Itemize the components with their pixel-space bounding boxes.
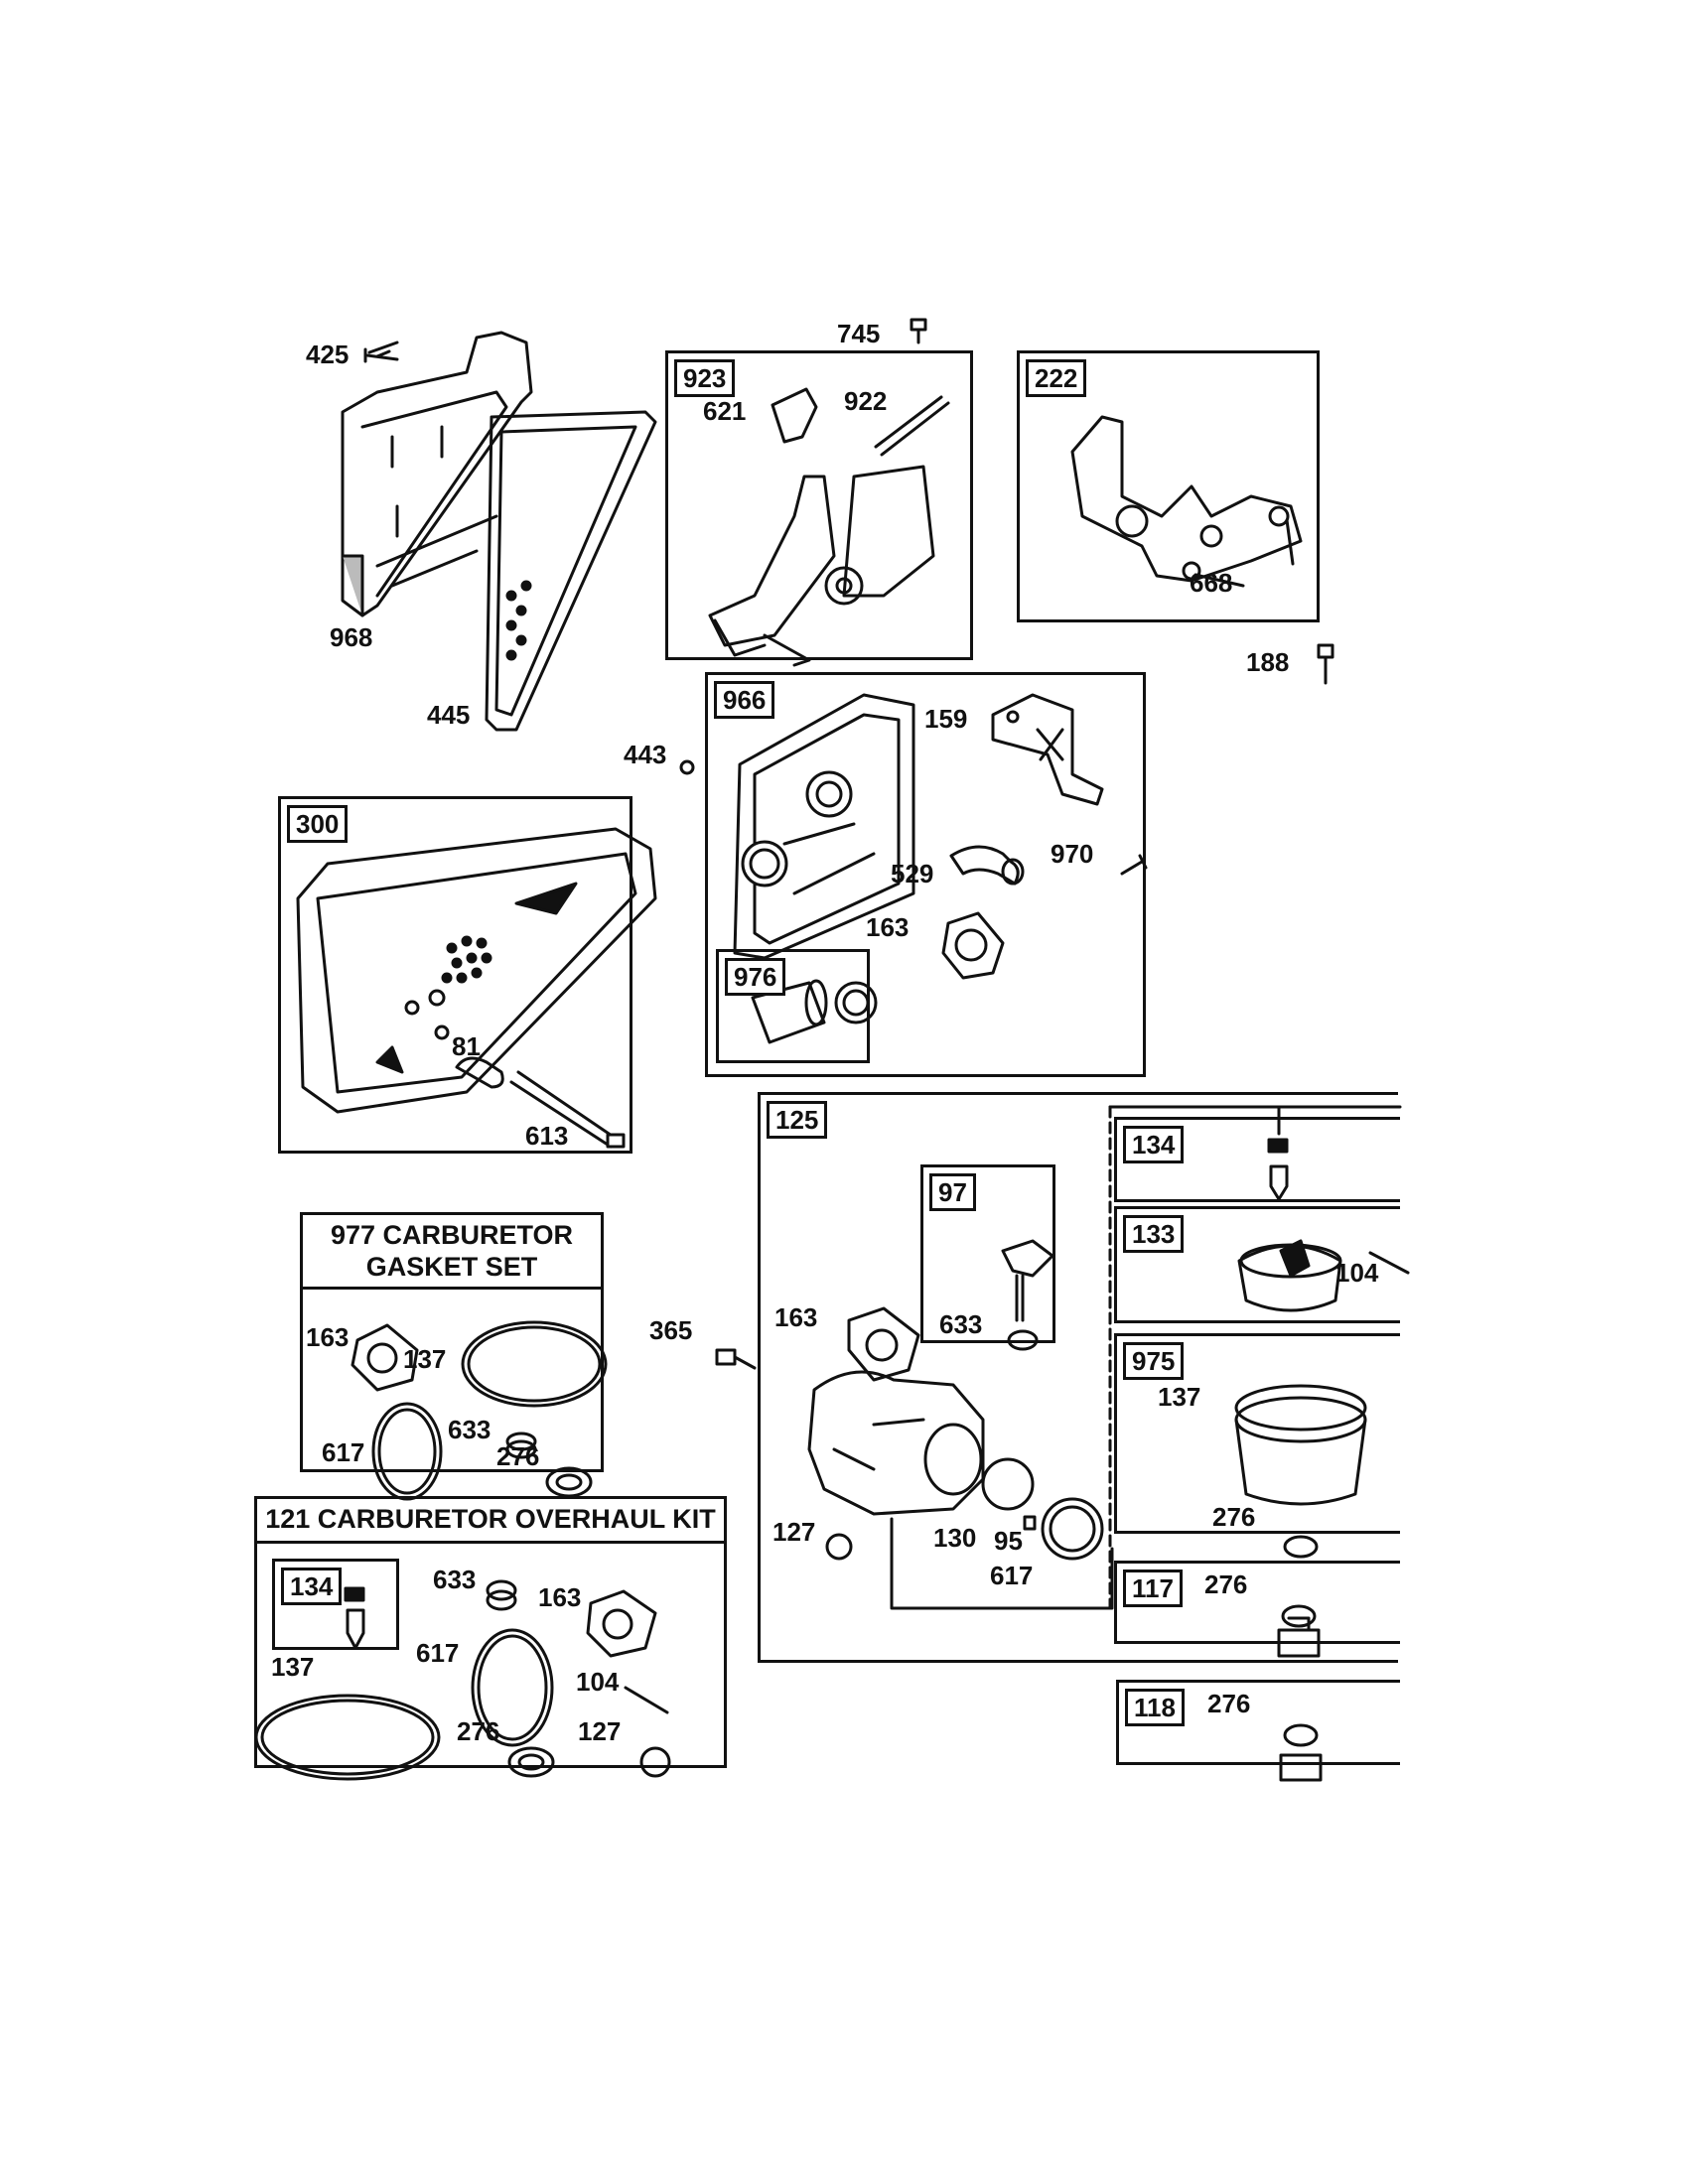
muffler-drawing: [296, 827, 657, 1149]
label-130: 130: [933, 1523, 977, 1553]
label-163-plate: 163: [866, 912, 910, 942]
box-97: 97: [920, 1164, 1055, 1343]
box-134-kit: 134: [272, 1559, 399, 1650]
label-922: 922: [844, 386, 888, 416]
label-617-kit: 617: [416, 1638, 460, 1668]
overhaul-kit-divider: [257, 1541, 724, 1544]
tag-966: 966: [714, 681, 775, 719]
box-923: 923: [665, 350, 973, 660]
overhaul-kit-title: 121 CARBURETOR OVERHAUL KIT: [265, 1504, 716, 1534]
label-137-kit: 137: [271, 1652, 315, 1682]
gasket-set-title-line2: GASKET SET: [365, 1252, 538, 1282]
tag-125: 125: [767, 1101, 828, 1139]
tag-133: 133: [1123, 1215, 1185, 1253]
label-621: 621: [703, 396, 747, 426]
box-222: 222: [1017, 350, 1320, 622]
label-163-carb: 163: [774, 1302, 818, 1332]
float-drawing: [1237, 1239, 1410, 1312]
tag-134-kit: 134: [281, 1568, 343, 1605]
label-745: 745: [837, 319, 881, 348]
box-133: 133: [1114, 1206, 1400, 1323]
tag-97: 97: [929, 1173, 976, 1211]
label-276-117: 276: [1204, 1570, 1248, 1599]
box-125: 125: [758, 1092, 1398, 1663]
label-529: 529: [891, 859, 934, 888]
label-633-gasketset: 633: [448, 1415, 491, 1444]
tag-117: 117: [1123, 1570, 1183, 1607]
tag-976: 976: [725, 958, 786, 996]
air-filter-drawing: [485, 410, 657, 732]
label-104-float: 104: [1335, 1258, 1379, 1288]
governor-lever-drawing: [708, 387, 950, 667]
box-300: 300: [278, 796, 632, 1154]
box-117: 117: [1114, 1561, 1400, 1644]
tag-300: 300: [287, 805, 349, 843]
label-276-kit: 276: [457, 1716, 500, 1746]
tag-134: 134: [1123, 1126, 1185, 1163]
label-276-gasketset: 276: [496, 1441, 540, 1471]
air-cleaner-base-drawing: [341, 331, 533, 617]
label-159: 159: [924, 704, 968, 734]
bushing-drawing: [751, 979, 878, 1044]
label-617-carb: 617: [990, 1561, 1034, 1590]
gasket-set-box: 977 CARBURETOR GASKET SET: [300, 1212, 604, 1472]
float-bowl-drawing: [1234, 1384, 1367, 1559]
box-966: 966: [705, 672, 1146, 1077]
gasket-set-divider: [303, 1287, 601, 1290]
overhaul-kit-drawing: [254, 1579, 671, 1781]
box-976: 976: [716, 949, 870, 1063]
label-365: 365: [649, 1315, 693, 1345]
tag-222: 222: [1026, 359, 1087, 397]
box-118: 118: [1116, 1680, 1400, 1765]
label-617-gasketset: 617: [322, 1437, 365, 1467]
screw-drawings: [363, 318, 1334, 1370]
label-443: 443: [624, 740, 667, 769]
box-975: 975: [1114, 1333, 1400, 1534]
label-668: 668: [1190, 568, 1233, 598]
label-104-kit: 104: [576, 1667, 620, 1697]
label-127-kit: 127: [578, 1716, 622, 1746]
label-276-118: 276: [1207, 1689, 1251, 1718]
label-970: 970: [1051, 839, 1094, 869]
bowl-screw-drawings: [1277, 1604, 1323, 1782]
label-137-bowl: 137: [1158, 1382, 1201, 1412]
label-95: 95: [994, 1526, 1023, 1556]
label-633-needle: 633: [939, 1309, 983, 1339]
elbow-tube-drawing: [949, 845, 1025, 886]
label-633-kit: 633: [433, 1565, 477, 1594]
label-137-gasketset: 137: [403, 1344, 447, 1374]
label-163-kit: 163: [538, 1582, 582, 1612]
tag-923: 923: [674, 359, 736, 397]
control-plate-drawing: [733, 693, 915, 960]
gasket-set-title: 977 CARBURETOR GASKET SET: [303, 1219, 601, 1283]
label-445: 445: [427, 700, 471, 730]
gasket-drawing: [941, 911, 1005, 980]
label-81: 81: [452, 1031, 481, 1061]
bracket-159-drawing: [991, 693, 1104, 806]
label-968: 968: [330, 622, 373, 652]
box-134: 134: [1114, 1117, 1400, 1202]
gasket-set-title-line1: 977 CARBURETOR: [330, 1220, 574, 1250]
label-276-bowl: 276: [1212, 1502, 1256, 1532]
label-613: 613: [525, 1121, 569, 1151]
overhaul-kit-box: 121 CARBURETOR OVERHAUL KIT 134: [254, 1496, 727, 1768]
label-163-gasketset: 163: [306, 1322, 350, 1352]
gasket-163-drawing: [847, 1306, 920, 1382]
label-425: 425: [306, 340, 350, 369]
gasket-set-drawing: [351, 1320, 608, 1501]
tag-975: 975: [1123, 1342, 1185, 1380]
label-188: 188: [1246, 647, 1290, 677]
tag-118: 118: [1125, 1689, 1185, 1726]
label-127-carb: 127: [772, 1517, 816, 1547]
bracket-drawing: [1070, 415, 1303, 588]
